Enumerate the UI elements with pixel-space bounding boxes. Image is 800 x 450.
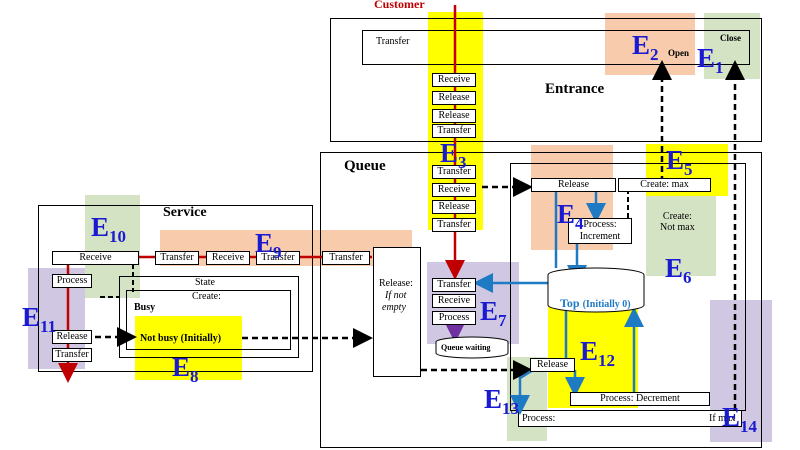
dashed-receive-to-busy	[100, 264, 134, 298]
event-e8: E8	[172, 352, 199, 387]
top-cylinder-body	[547, 275, 645, 313]
state-not-busy-label: Not busy (Initially)	[140, 333, 222, 344]
event-e7: E7	[480, 296, 507, 331]
release-if-not-empty-1: Release:	[379, 278, 413, 289]
entrance-op-transfer: Transfer	[432, 124, 476, 138]
service-release: Release	[52, 330, 92, 344]
event-e10: E10	[91, 212, 127, 247]
release-if-not-empty-box	[373, 247, 421, 377]
queue-op-lower-process: Process	[432, 311, 476, 325]
event-e9: E9	[255, 228, 282, 263]
release-if-not-empty-2: If not	[385, 290, 407, 301]
state-label: State	[195, 277, 215, 288]
service-receive-2: Receive	[206, 251, 250, 265]
event-e11: E11	[22, 302, 57, 337]
service-process: Process	[52, 274, 92, 288]
state-busy-label: Busy	[134, 302, 156, 313]
queue-op-transfer-1: Transfer	[432, 165, 476, 179]
event-e3: E3	[440, 138, 467, 173]
highlight-service-receive	[85, 195, 140, 298]
queue-op-release: Release	[432, 200, 476, 214]
service-transfer-1: Transfer	[155, 251, 199, 265]
service-receive: Receive	[52, 251, 139, 265]
queue-release: Release	[531, 178, 616, 192]
event-e2: E2	[632, 30, 659, 65]
top-label-name: Top	[560, 296, 580, 310]
state-create-label: Create:	[192, 291, 221, 302]
queue-op-transfer-2: Transfer	[432, 218, 476, 232]
state-inner-frame	[126, 290, 291, 350]
service-transfer-3: Transfer	[322, 251, 370, 265]
entrance-open-label: Open	[668, 48, 690, 58]
queue-process-increment: Process: Increment	[568, 218, 632, 244]
queue-process-bottom: Process:	[522, 413, 556, 424]
queue-waiting-label: Queue waiting	[441, 343, 491, 352]
queue-process-decrement: Process: Decrement	[570, 392, 710, 406]
service-title: Service	[163, 205, 207, 220]
entrance-close-label: Close	[720, 33, 741, 43]
entrance-transfer-label: Transfer	[376, 36, 410, 47]
queue-title: Queue	[344, 158, 386, 174]
highlight-not-max	[646, 196, 716, 276]
entrance-op-release-1: Release	[432, 91, 476, 105]
event-e14: E14	[722, 402, 758, 437]
queue-if-max: If max	[709, 413, 736, 424]
waiting-cylinder-body	[435, 342, 509, 359]
entrance-frame	[330, 18, 762, 142]
event-e5: E5	[666, 145, 693, 180]
queue-op-lower-transfer: Transfer	[432, 278, 476, 292]
queue-op-lower-receive: Receive	[432, 294, 476, 308]
entrance-transfer-bar	[362, 30, 750, 65]
service-frame	[38, 205, 313, 372]
event-e12: E12	[580, 336, 616, 371]
event-e6: E6	[665, 253, 692, 288]
queue-release-2: Release	[530, 358, 575, 372]
entrance-op-receive: Receive	[432, 73, 476, 87]
top-label: Top (Initially 0)	[560, 296, 631, 311]
entrance-title: Entrance	[545, 81, 605, 97]
state-frame	[119, 276, 299, 358]
queue-create-max: Create: max	[618, 178, 711, 192]
queue-frame	[320, 152, 762, 448]
entrance-op-release-2: Release	[432, 109, 476, 123]
highlight-not-busy	[135, 316, 242, 380]
release-if-not-empty-3: empty	[382, 302, 406, 313]
customer-label: Customer	[374, 0, 425, 11]
event-e4: E4	[557, 199, 584, 234]
top-label-initial: (Initially 0)	[582, 299, 631, 310]
queue-create-not-max: Create: Not max	[660, 211, 695, 233]
queue-op-receive: Receive	[432, 183, 476, 197]
service-transfer-2: Transfer	[256, 251, 300, 265]
event-e13: E13	[484, 384, 520, 419]
event-e1: E1	[697, 43, 724, 78]
service-transfer-out: Transfer	[52, 348, 92, 362]
